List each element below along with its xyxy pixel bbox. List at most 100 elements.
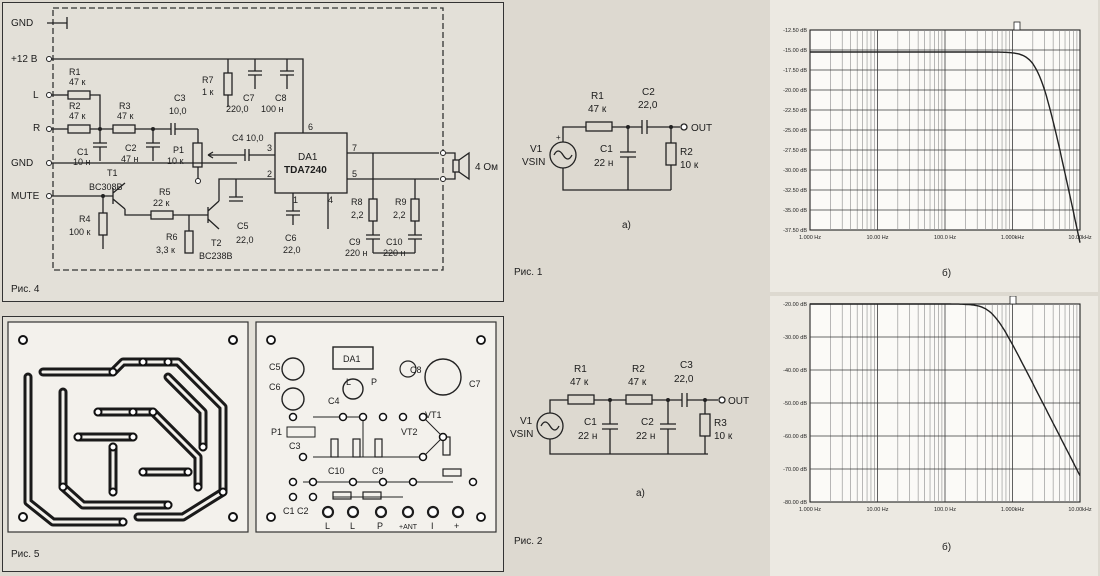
r6-resistor <box>184 230 194 254</box>
r9-resistor <box>410 198 420 222</box>
fig4-caption: Рис. 4 <box>11 284 40 295</box>
fig2-c3-label: C3 <box>680 360 693 371</box>
c1-label: C1 <box>77 147 89 157</box>
r5-value: 22 к <box>153 198 170 208</box>
fig2-c1-label: C1 <box>584 417 597 428</box>
pcb-c6: C6 <box>269 382 281 392</box>
c3-value: 10,0 <box>169 106 187 116</box>
x-tick-label: 10.00kHz <box>1068 507 1091 513</box>
r8-label: R8 <box>351 197 363 207</box>
pin-5: 5 <box>352 169 357 179</box>
c5-value: 22,0 <box>236 235 254 245</box>
fig2-r2-label: R2 <box>632 364 645 375</box>
r9-value: 2,2 <box>393 210 406 220</box>
c3-label: C3 <box>174 93 186 103</box>
y-tick-label: -27.50 dB <box>783 148 807 154</box>
fig5-pcb: DA1 C5 C6 C4 C7 C8 P1 C3 C10 C9 VT1 VT2 … <box>7 321 497 560</box>
fig1-r1-label: R1 <box>591 91 604 102</box>
pcb-m: I <box>431 521 434 531</box>
r3-value: 47 к <box>117 111 134 121</box>
fig2-r1-value: 47 к <box>570 377 589 388</box>
fig1-c1-label: C1 <box>600 144 613 155</box>
pcb-c9: C9 <box>372 466 384 476</box>
r8-value: 2,2 <box>351 210 364 220</box>
r1-value: 47 к <box>69 77 86 87</box>
c10-label: C10 <box>386 237 403 247</box>
pcb-c8: C8 <box>410 365 422 375</box>
c7-label: C7 <box>243 93 255 103</box>
fig1-r2-label: R2 <box>680 147 693 158</box>
y-tick-label: -20.00 dB <box>783 88 807 94</box>
c5-label: C5 <box>237 221 249 231</box>
fig2-r1 <box>567 394 595 405</box>
fig2-v1: V1 <box>520 416 533 427</box>
y-tick-label: -20.00 dB <box>783 302 807 308</box>
c9-value: 220 н <box>345 248 368 258</box>
fig1-r1 <box>585 121 613 132</box>
fig2-r3-label: R3 <box>714 418 727 429</box>
r2-value: 47 к <box>69 111 86 121</box>
label-gnd2: GND <box>11 158 33 169</box>
y-tick-label: -50.00 dB <box>783 401 807 407</box>
pcb-plus: + <box>454 521 459 531</box>
x-tick-label: 1.000 Hz <box>799 507 821 513</box>
t1-label: T1 <box>107 168 118 178</box>
fig1-r2 <box>665 142 677 166</box>
r6-label: R6 <box>166 232 178 242</box>
label-mute: MUTE <box>11 191 40 202</box>
fig2-c2-value: 22 н <box>636 431 655 442</box>
fig1-v1: V1 <box>530 144 543 155</box>
plot2-chart: out -20.00 dB-30.00 dB-40.00 dB-50.00 dB… <box>770 296 1092 553</box>
r2-resistor <box>67 124 91 134</box>
r7-label: R7 <box>202 75 214 85</box>
fig2-r2-value: 47 к <box>628 377 647 388</box>
r7-resistor <box>223 72 233 96</box>
x-tick-label: 10.00 Hz <box>866 507 888 513</box>
speaker-icon <box>452 159 460 173</box>
pcb-c5: C5 <box>269 362 281 372</box>
y-tick-label: -35.00 dB <box>783 208 807 214</box>
plot2-response-curve <box>810 303 1081 477</box>
fig4-schematic: GND +12 В L R GND MUTE R1 47 к R2 47 к C… <box>11 7 498 295</box>
c6-label: C6 <box>285 233 297 243</box>
label-gnd: GND <box>11 18 33 29</box>
r1-resistor <box>67 90 91 100</box>
x-tick-label: 100.0 Hz <box>934 507 956 513</box>
plot1-panel: out -12.50 dB-15.00 dB-17.50 dB-20.00 dB… <box>770 0 1098 292</box>
y-tick-label: -22.50 dB <box>783 108 807 114</box>
c10-value: 220 н <box>383 248 406 258</box>
r1-label: R1 <box>69 67 81 77</box>
y-tick-label: -60.00 dB <box>783 434 807 440</box>
r3-resistor <box>112 124 136 134</box>
t2-value: BC238B <box>199 251 233 261</box>
fig1-c2-value: 22,0 <box>638 100 658 111</box>
fig2-schematic: R1 47 к C1 22 н R2 47 к C2 22 н C3 22,0 … <box>510 360 749 547</box>
r7-value: 1 к <box>202 87 214 97</box>
pcb-vt2: VT2 <box>401 427 418 437</box>
r4-label: R4 <box>79 214 91 224</box>
c7-value: 220,0 <box>226 104 249 114</box>
y-tick-label: -25.00 dB <box>783 128 807 134</box>
y-tick-label: -17.50 dB <box>783 68 807 74</box>
pcb-c1c2: C1 C2 <box>283 506 309 516</box>
p1-value: 10 к <box>167 156 184 166</box>
plot1-cursor-icon <box>1013 21 1021 31</box>
fig2-vsin: VSIN <box>510 429 533 440</box>
fig1-vsin: VSIN <box>522 157 545 168</box>
fig2-c3-value: 22,0 <box>674 374 694 385</box>
y-tick-label: -80.00 dB <box>783 500 807 506</box>
pcb-p1: P1 <box>271 427 282 437</box>
fig1-out: OUT <box>691 123 712 134</box>
plot2-panel: out -20.00 dB-30.00 dB-40.00 dB-50.00 dB… <box>770 296 1098 576</box>
r8-resistor <box>368 198 378 222</box>
pcb-l2: L <box>350 521 355 531</box>
fig1-panel: + R1 47 к C1 22 н C2 22,0 OUT R2 10 к V1… <box>508 0 766 292</box>
pcb-da1: DA1 <box>343 354 361 364</box>
fig1-r1-value: 47 к <box>588 104 607 115</box>
x-tick-label: 1.000kHz <box>1001 235 1024 241</box>
x-tick-label: 10.00kHz <box>1068 235 1091 241</box>
pin-2: 2 <box>267 169 272 179</box>
pcb-l-top: L <box>346 377 351 387</box>
x-tick-label: 100.0 Hz <box>934 235 956 241</box>
fig2-sub: а) <box>636 488 645 499</box>
